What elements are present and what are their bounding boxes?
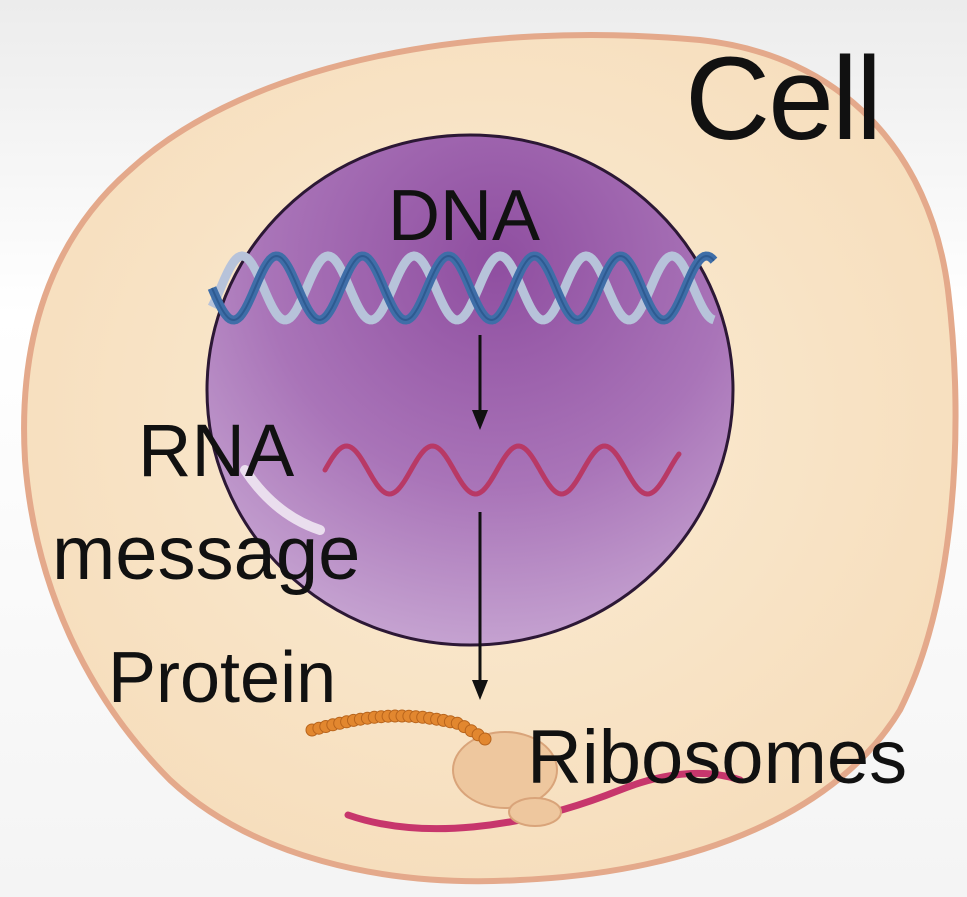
arrow-down-icon bbox=[472, 335, 488, 430]
amino-acid-bead bbox=[478, 732, 492, 746]
arrow-down-icon bbox=[472, 512, 488, 700]
protein-label: Protein bbox=[108, 638, 337, 718]
message-label: message bbox=[52, 511, 361, 596]
dna-strand bbox=[207, 251, 716, 325]
dna-label: DNA bbox=[388, 176, 541, 256]
rna-label: RNA bbox=[138, 409, 295, 492]
dna-strand-edge bbox=[211, 254, 715, 322]
dna-double-helix bbox=[207, 251, 718, 325]
protein-chain bbox=[305, 709, 492, 746]
mrna-strand bbox=[344, 769, 744, 833]
ribosome bbox=[452, 731, 562, 827]
nucleus-highlight bbox=[240, 465, 325, 535]
rna-strand bbox=[322, 443, 682, 497]
cell-label: Cell bbox=[685, 33, 882, 165]
ribosomes-label: Ribosomes bbox=[527, 715, 908, 800]
